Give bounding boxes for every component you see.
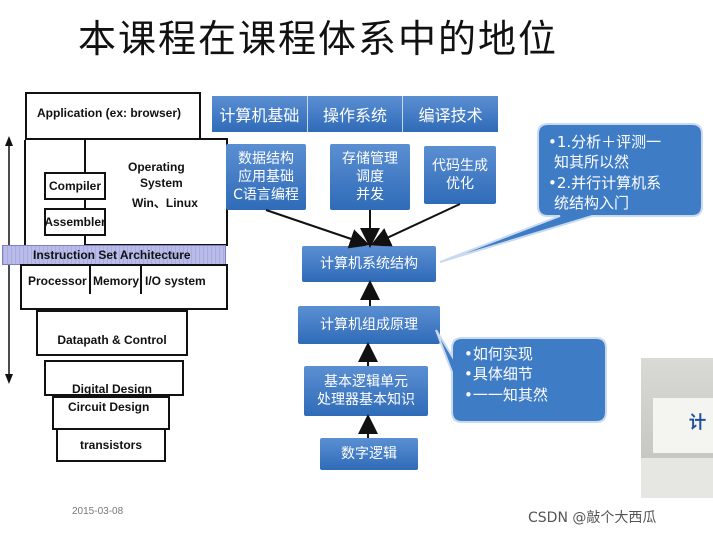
course-operating-systems: 操作系统 [308,96,404,132]
datapath-layer: Datapath & Control [36,310,188,356]
watermark: CSDN @敲个大西瓜 [528,510,657,526]
subbox-line: 数据结构 [238,150,294,167]
photo-lower [641,458,713,498]
compiler-layer: Compiler [44,172,106,200]
subbox-line: 并发 [356,187,384,204]
transistors-layer: transistors [56,428,166,462]
photo-panel [653,398,713,453]
callout-top-line: 统结构入门 [554,193,630,212]
foundation-courses-bar: 计算机基础 操作系统 编译技术 [212,96,498,132]
callout-bottom-line: •如何实现 [464,345,533,363]
basics-line: 基本逻辑单元 [324,373,408,390]
hardware-row: Processor Memory I/O system [20,264,228,310]
isa-band: Instruction Set Architecture [2,245,226,265]
subbox-line: 存储管理 [342,150,398,167]
processor-label: Processor [28,274,87,288]
node-basics: 基本逻辑单元 处理器基本知识 [304,366,428,416]
callout-top-line: 知其所以然 [554,153,630,172]
os-line-3: Win、Linux [132,196,198,210]
callout-bottom-line: •一一知其然 [464,385,548,404]
basics-line: 处理器基本知识 [317,392,415,408]
subbox-line: C语言编程 [233,187,299,204]
subbox-data-structures: 数据结构 应用基础 C语言编程 [226,144,306,210]
callout-top-shape [439,123,703,263]
subbox-codegen: 代码生成 优化 [424,146,496,204]
subbox-line: 优化 [446,176,474,192]
io-label: I/O system [145,274,206,288]
assembler-layer: Assembler [44,208,106,236]
datapath-label: Datapath & Control [57,333,167,347]
os-line-1: Operating [128,160,185,174]
photo-label: 计 [689,413,706,433]
page-title: 本课程在课程体系中的地位 [78,17,559,61]
course-computer-basics: 计算机基础 [212,96,308,132]
assembler-label: Assembler [44,215,106,229]
callout-bottom-shape [435,329,607,423]
digital-design-layer: Digital Design [44,360,184,396]
transistors-label: transistors [79,438,143,452]
subbox-storage: 存储管理 调度 并发 [330,144,410,210]
slide-date: 2015-03-08 [72,506,124,517]
circuit-design-label: Circuit Design [68,400,150,414]
application-layer: Application (ex: browser) [25,92,201,140]
isa-label: Instruction Set Architecture [33,248,191,262]
os-line-2: System [140,176,183,190]
node-digital-logic: 数字逻辑 [320,438,418,470]
subbox-line: 代码生成 [432,157,488,174]
compiler-label: Compiler [48,179,101,193]
callout-top-line: •2.并行计算机系 [548,173,662,192]
callout-bottom-line: •具体细节 [464,365,533,384]
callout-top: •1.分析＋评测一 知其所以然 •2.并行计算机系 统结构入门 [548,132,661,213]
node-architecture: 计算机系统结构 [302,246,436,282]
subbox-line: 调度 [356,168,384,185]
node-organization: 计算机组成原理 [298,306,440,344]
subbox-line: 应用基础 [238,168,294,185]
digital-design-label: Digital Design [72,382,153,396]
callout-top-line: •1.分析＋评测一 [548,133,662,151]
application-label: Application (ex: browser) [37,106,182,120]
memory-label: Memory [93,274,140,288]
callout-bottom: •如何实现 •具体细节 •一一知其然 [464,344,548,405]
course-compilers: 编译技术 [418,106,483,125]
presenter-photo: 计 [641,358,713,498]
circuit-design-layer: Circuit Design [52,396,170,430]
